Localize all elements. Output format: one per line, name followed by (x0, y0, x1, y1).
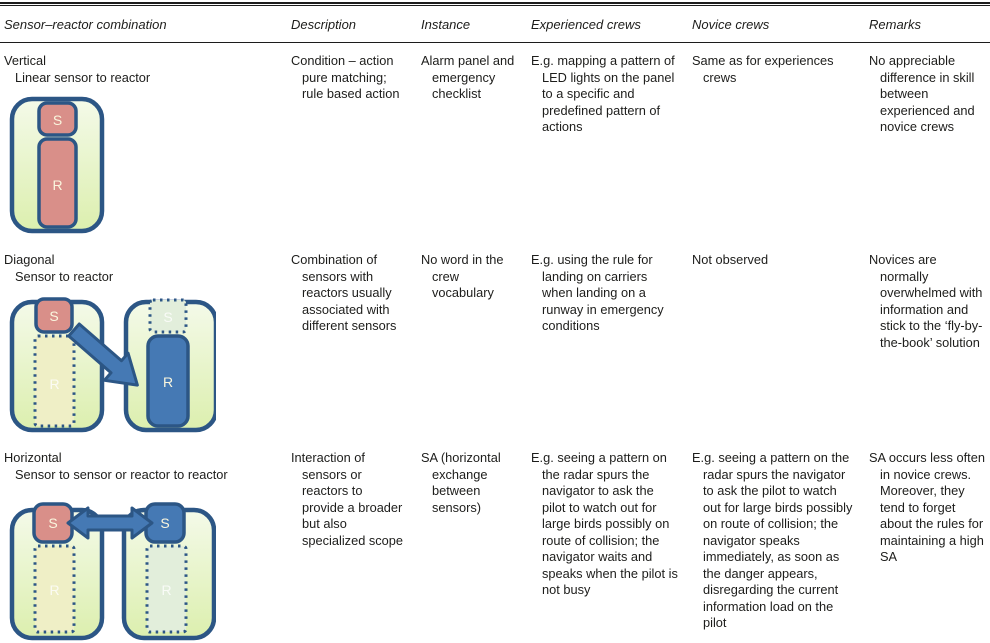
experienced-cell: E.g. using the rule for landing on carri… (531, 252, 664, 333)
row-subtitle: Sensor to sensor or reactor to reactor (15, 466, 228, 482)
row-subtitle: Linear sensor to reactor (15, 69, 151, 85)
novice-cell: Not observed (692, 252, 769, 267)
col-header-instance: Instance (421, 17, 471, 32)
row-subtitle: Sensor to reactor (15, 268, 114, 284)
remarks-cell: Novices are normally overwhelmed with in… (869, 252, 983, 350)
remarks-cell: No appreciable difference in skill betwe… (869, 53, 975, 134)
combination-cell: Vertical Linear sensor to reactor S R (0, 43, 287, 242)
sensor-label-faint: S (163, 309, 172, 325)
col-header-experienced-crews: Experienced crews (531, 17, 641, 32)
instance-cell: Alarm panel and emergency checklist (421, 53, 515, 101)
sensor-box-dashed (148, 298, 188, 334)
row-title: Vertical (4, 53, 46, 68)
remarks-cell: SA occurs less often in novice crews. Mo… (869, 450, 985, 564)
reactor-box (37, 137, 78, 229)
col-header-sensor-reactor-combination: Sensor–reactor combination (4, 17, 167, 32)
sensor-box (37, 101, 78, 137)
diagonal-arrow-icon (67, 322, 139, 387)
instance-cell: SA (horizontal exchange between sensors) (421, 450, 501, 515)
description-cell: Condition – action pure matching; rule b… (291, 53, 400, 101)
table-row-vertical: Vertical Linear sensor to reactor S R Co… (0, 43, 990, 242)
reactor-label-left: R (49, 582, 59, 598)
diagonal-diagram: S R S R (9, 297, 216, 433)
reactor-label-right: R (161, 582, 171, 598)
combination-cell: Diagonal Sensor to reactor S R (0, 242, 287, 440)
col-header-novice-crews: Novice crews (692, 17, 770, 32)
sensor-label: S (49, 308, 58, 324)
col-header-description: Description (291, 17, 357, 32)
reactor-label-faint: R (49, 376, 59, 392)
sensor-label: S (53, 112, 62, 128)
reactor-box-dashed-right (145, 544, 188, 634)
table-row-diagonal: Diagonal Sensor to reactor S R (0, 242, 990, 440)
reactor-box-dashed (33, 334, 76, 428)
table-top-rule (0, 2, 990, 6)
combination-cell: Horizontal Sensor to sensor or reactor t… (0, 440, 287, 643)
table-row-horizontal: Horizontal Sensor to sensor or reactor t… (0, 440, 990, 643)
double-arrow-icon (66, 506, 154, 540)
instance-cell: No word in the crew vocabulary (421, 252, 504, 300)
novice-cell: E.g. seeing a pattern on the radar spurs… (692, 450, 853, 630)
description-cell: Combination of sensors with reactors usu… (291, 252, 397, 333)
reactor-label: R (52, 177, 62, 193)
reactor-label: R (163, 374, 173, 390)
description-cell: Interaction of sensors or reactors to pr… (291, 450, 404, 548)
reactor-box-blue (146, 334, 190, 428)
horizontal-diagram: S S R R (9, 502, 216, 641)
table-header-row: Sensor–reactor combination Description I… (0, 6, 990, 42)
sensor-label-right: S (160, 515, 169, 531)
reactor-box-dashed-left (33, 544, 76, 634)
sensor-label-left: S (48, 515, 57, 531)
experienced-cell: E.g. mapping a pattern of LED lights on … (531, 53, 675, 134)
vertical-linear-diagram: S R (9, 96, 105, 234)
header-underline (0, 42, 990, 43)
row-title: Horizontal (4, 450, 62, 465)
col-header-remarks: Remarks (869, 17, 922, 32)
row-title: Diagonal (4, 252, 55, 267)
sensor-box (34, 297, 74, 334)
novice-cell: Same as for experiences crews (692, 53, 834, 85)
experienced-cell: E.g. seeing a pattern on the radar spurs… (531, 450, 678, 597)
